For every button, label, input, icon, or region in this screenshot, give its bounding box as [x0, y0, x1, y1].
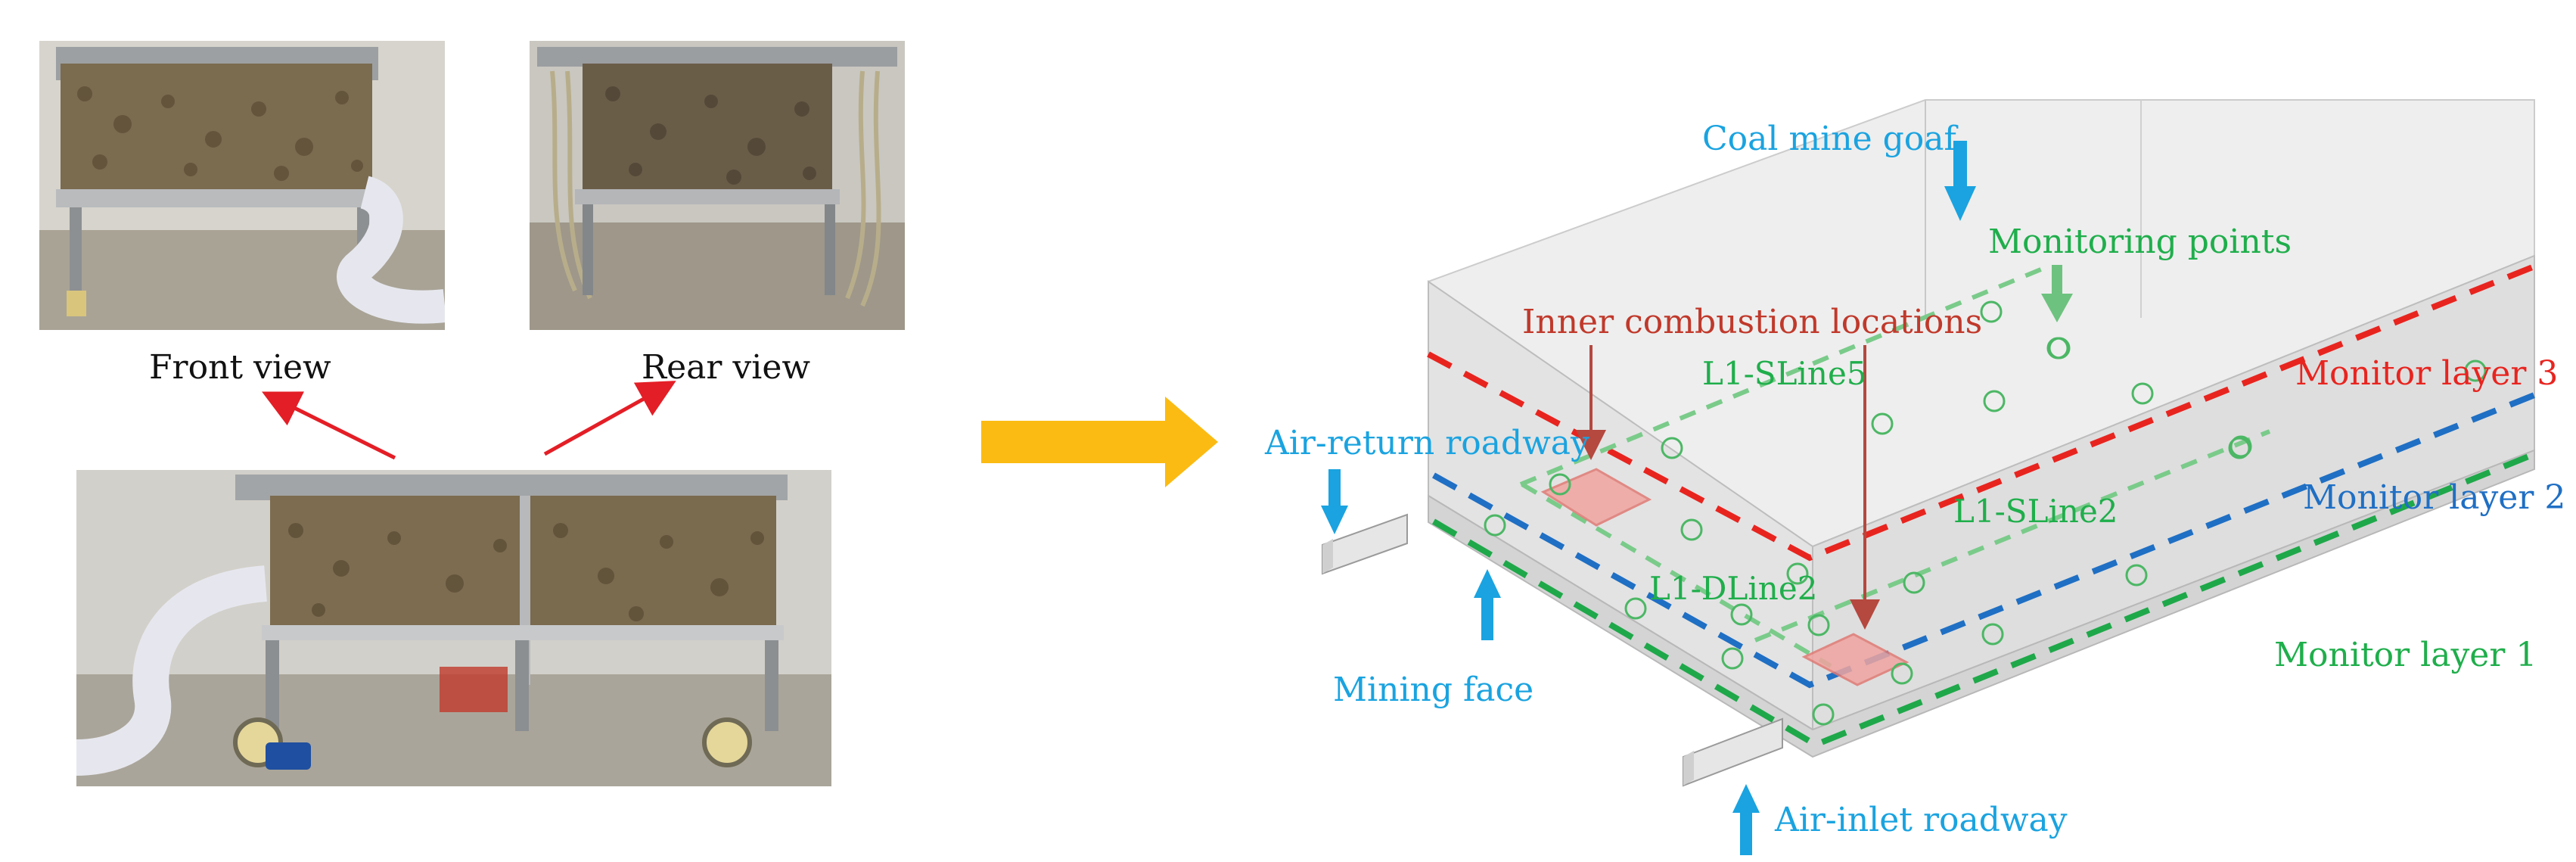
monitoring-point — [2046, 337, 2069, 359]
transfer-arrow-icon — [981, 397, 1218, 487]
monitoring-point — [1891, 662, 1913, 685]
monitoring-point — [1680, 518, 1703, 541]
monitoring-point — [1807, 614, 1830, 636]
air-inlet-arrow — [1732, 784, 1760, 855]
l1-dline2-label: L1-DLine2 — [1649, 570, 1817, 607]
monitoring-point — [1721, 647, 1744, 670]
monitoring-point — [1624, 597, 1647, 620]
monitoring-points — [1484, 300, 2487, 726]
monitor-layer-1-line — [1431, 451, 2536, 748]
monitor-layer-2-label: Monitor layer 2 — [2303, 478, 2565, 517]
inner-combustion-label: Inner combustion locations — [1522, 303, 1982, 341]
combustion-location-2 — [1801, 633, 1909, 686]
monitoring-point — [1871, 412, 1894, 435]
air-return-roadway-end — [1322, 539, 1333, 574]
coal-mine-goaf-arrow — [1944, 141, 1976, 221]
monitoring-point — [1549, 473, 1571, 496]
rear-view-label: Rear view — [642, 348, 811, 387]
monitoring-points-arrow — [2041, 265, 2073, 322]
air-return-roadway-label: Air-return roadway — [1264, 424, 1589, 462]
mining-face-label: Mining face — [1333, 671, 1533, 709]
side-view-photo — [76, 470, 831, 786]
monitoring-point — [1981, 623, 2004, 646]
monitoring-point — [2230, 435, 2252, 458]
air-return-arrow — [1321, 469, 1348, 534]
air-inlet-roadway-end — [1683, 751, 1694, 786]
monitoring-point — [1980, 300, 2003, 323]
monitoring-point — [2464, 359, 2487, 382]
monitoring-point — [1730, 603, 1753, 626]
front-view-photo — [39, 41, 445, 330]
rear-view-photo — [530, 41, 905, 330]
monitoring-point — [2228, 437, 2251, 459]
l1-sline2-label: L1-SLine2 — [1953, 493, 2118, 530]
monitoring-point — [1786, 562, 1809, 585]
monitoring-point — [1484, 514, 1506, 537]
rear-view-arrow — [543, 381, 676, 456]
monitor-layer-2-line — [1432, 392, 2536, 689]
monitoring-point — [2131, 382, 2154, 405]
monitor-layer-3-label: Monitor layer 3 — [2295, 354, 2558, 393]
monitor-layer-1-label: Monitor layer 1 — [2274, 636, 2537, 674]
air-inlet-roadway-duct — [1683, 717, 1783, 787]
air-inlet-roadway-label: Air-inlet roadway — [1774, 801, 2068, 839]
monitoring-point — [1903, 571, 1925, 594]
monitoring-point — [1661, 437, 1683, 459]
monitoring-points-label: Monitoring points — [1988, 223, 2292, 261]
l1-dline2-line — [1521, 482, 1832, 668]
coal-mine-goaf-label: Coal mine goaf — [1702, 120, 1958, 158]
monitoring-point — [1812, 703, 1835, 726]
front-view-arrow — [262, 391, 396, 460]
l1-sline2-line — [1754, 429, 2271, 643]
mining-face-arrow — [1474, 569, 1501, 640]
monitoring-point — [2125, 564, 2148, 587]
front-view-label: Front view — [149, 348, 331, 387]
l1-sline5-label: L1-SLine5 — [1702, 355, 1867, 392]
monitoring-point — [1983, 390, 2006, 412]
monitor-layer-3-line — [1427, 263, 2536, 562]
base-slab — [1428, 449, 2535, 758]
l1-sline5-line — [1519, 266, 2044, 487]
